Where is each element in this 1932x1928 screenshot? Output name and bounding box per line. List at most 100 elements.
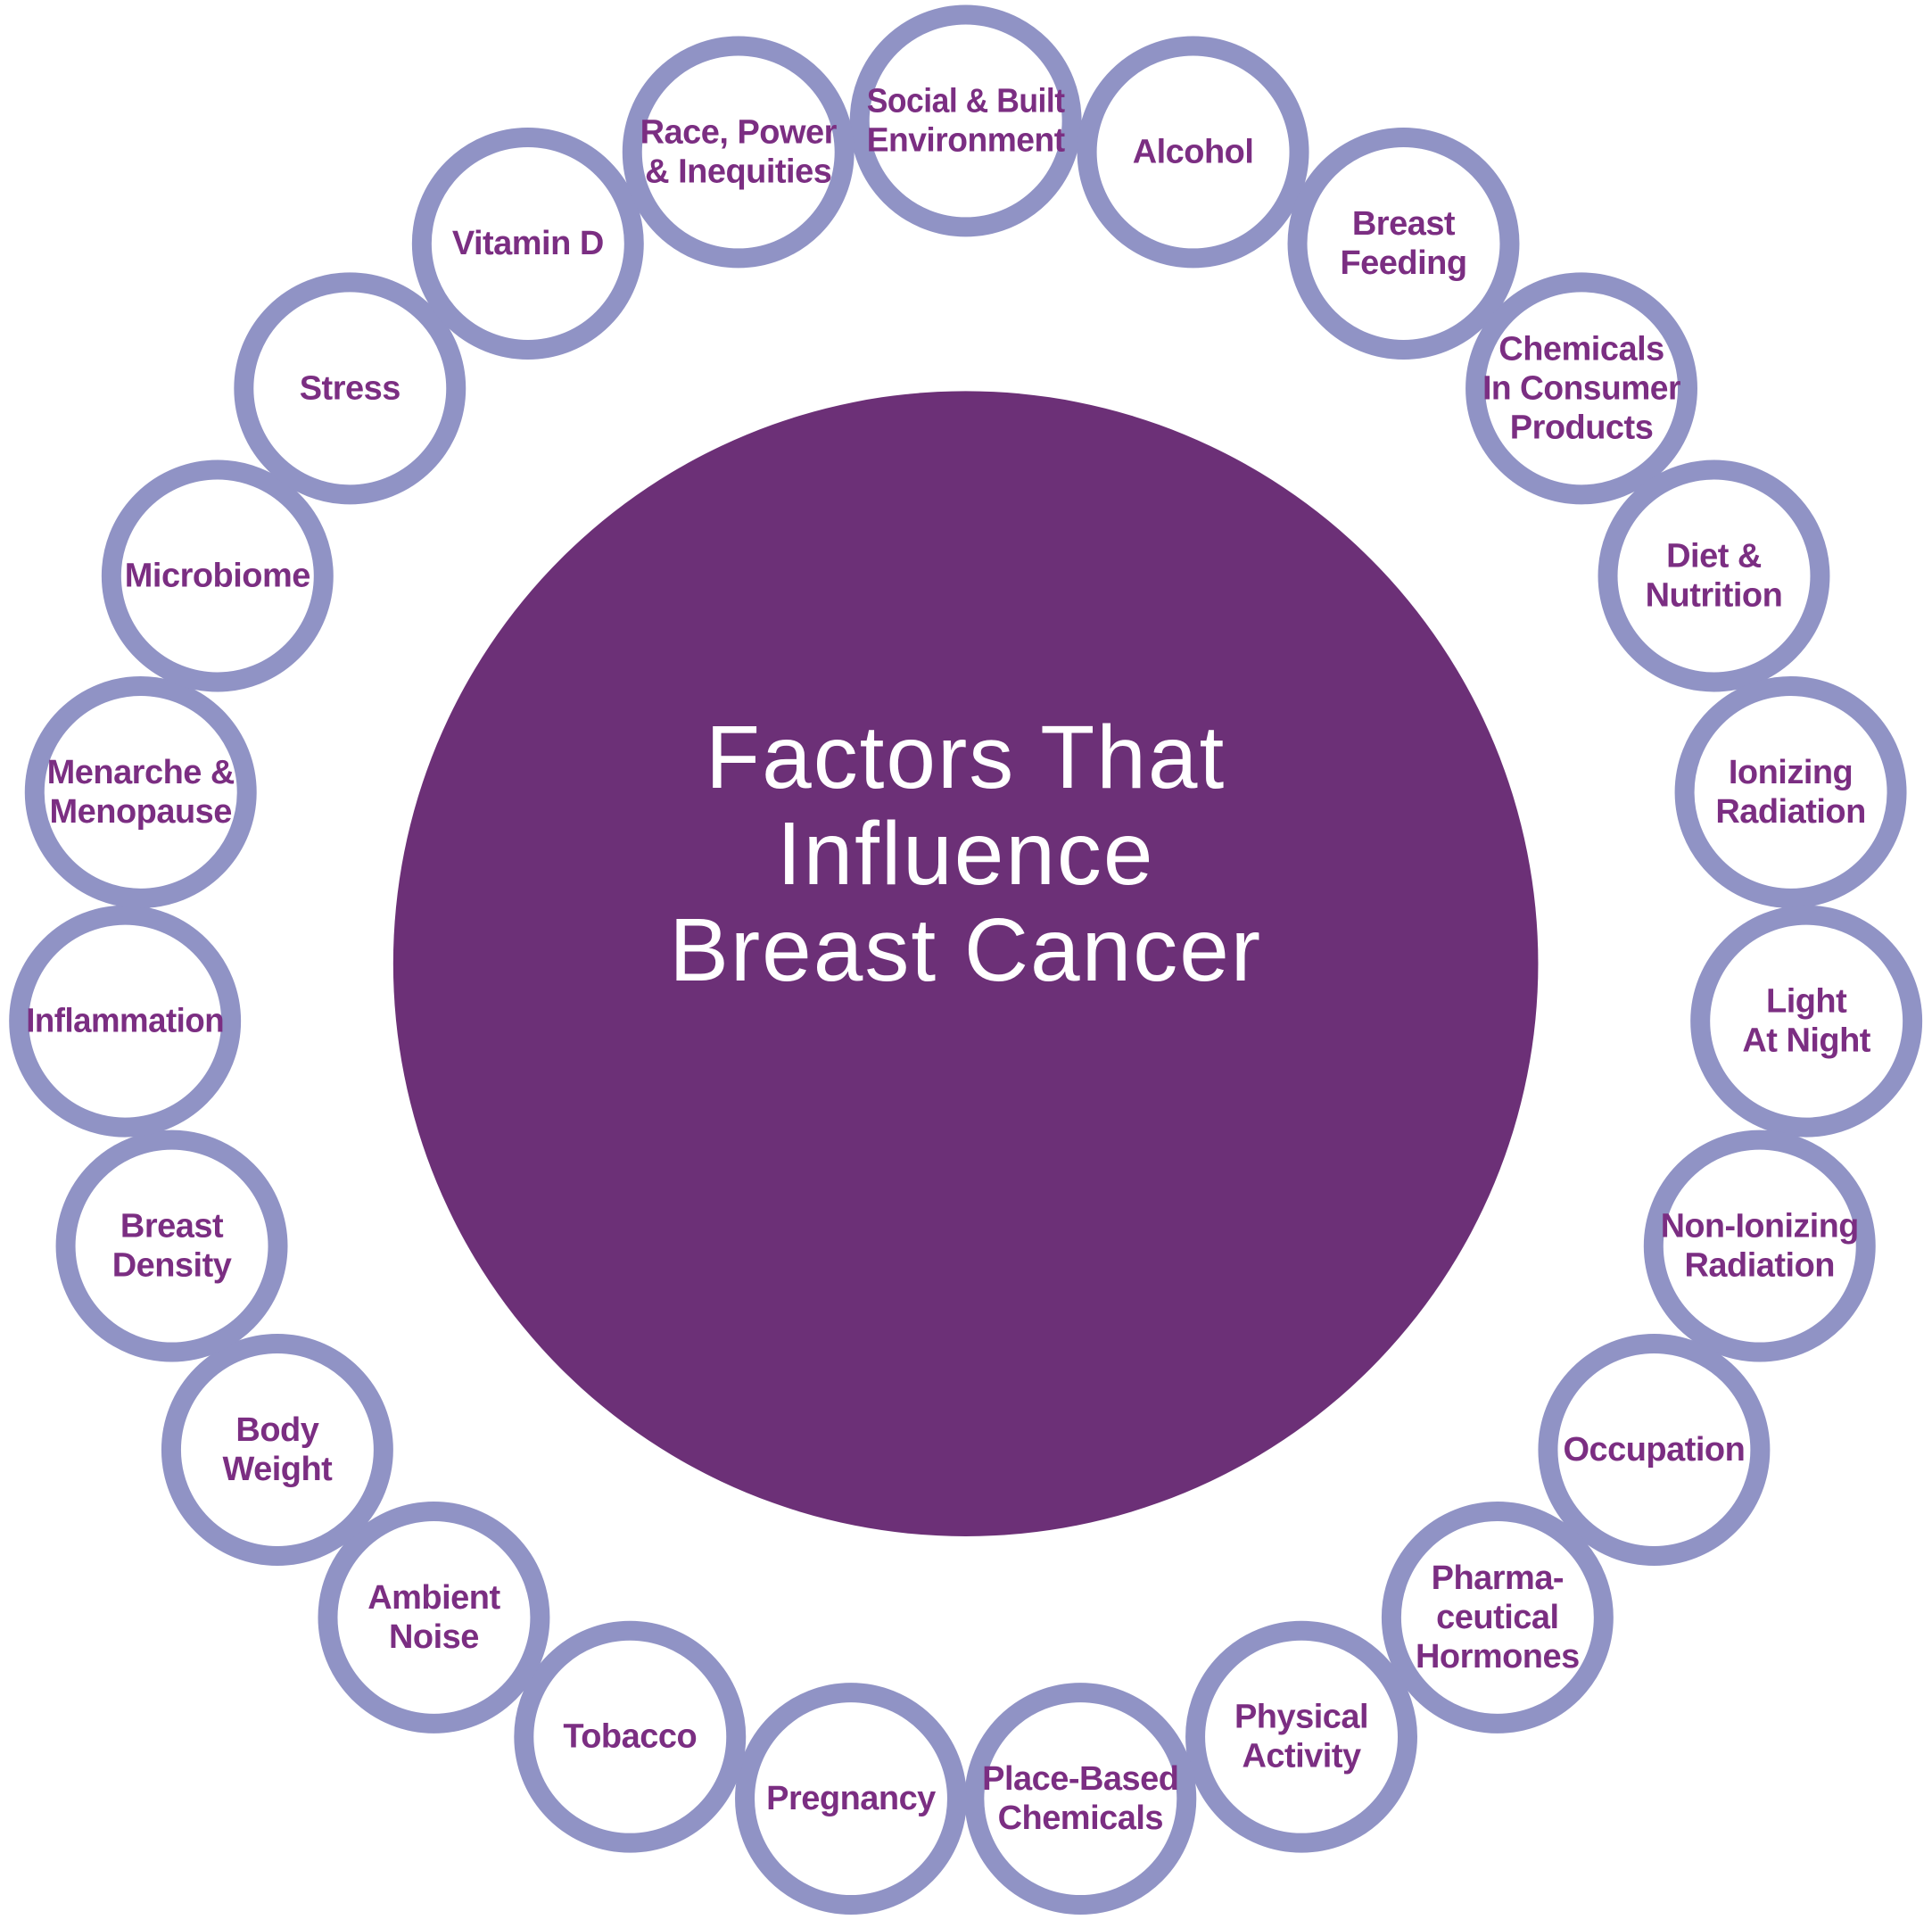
factor-ring-vitamin-d [412, 128, 645, 360]
factor-label-line: Place-Based [982, 1760, 1178, 1798]
factor-ring-body-weight [161, 1334, 394, 1566]
center-title-line: Influence [777, 805, 1155, 904]
factor-ring-chemicals-in-consumer-products [1466, 272, 1698, 505]
factor-label-line: Activity [1243, 1738, 1362, 1775]
factor-circle-breast-feeding [1297, 137, 1510, 350]
factor-circle-ionizing-radiation [1684, 685, 1897, 898]
factor-label-line: Feeding [1341, 244, 1467, 282]
factor-ring-stress [234, 272, 466, 505]
factor-label-race-power-inequities: Race, Power& Inequities [640, 113, 838, 190]
factor-circle-diet-nutrition [1607, 469, 1821, 683]
factor-label-diet-nutrition: Diet &Nutrition [1646, 538, 1783, 615]
factor-label-line: Alcohol [1133, 133, 1254, 170]
factor-ring-non-ionizing-radiation [1644, 1129, 1877, 1362]
factor-ring-light-at-night [1690, 905, 1923, 1138]
factor-label-line: Weight [223, 1451, 334, 1488]
factor-label-line: In Consumer [1482, 369, 1681, 407]
factor-circle-light-at-night [1700, 914, 1913, 1128]
factor-label-line: Menarche & [47, 754, 235, 791]
factor-label-inflammation: Inflammation [27, 1003, 225, 1040]
factor-label-line: Nutrition [1646, 576, 1783, 614]
center-title-line: Breast Cancer [670, 901, 1263, 1000]
factor-circle-chemicals-in-consumer-products [1475, 282, 1688, 495]
factor-label-line: Hormones [1416, 1638, 1580, 1676]
factor-label-line: Non-Ionizing [1661, 1208, 1859, 1245]
factor-label-line: ceutical [1437, 1599, 1559, 1636]
factor-circle-outlines [9, 4, 1923, 1916]
factor-label-occupation: Occupation [1564, 1431, 1746, 1469]
factor-label-line: Inflammation [27, 1003, 225, 1040]
factor-label-line: Physical [1234, 1699, 1368, 1736]
factor-label-line: Body [236, 1411, 319, 1449]
factor-circle-physical-activity [1195, 1630, 1408, 1843]
center-circle [393, 391, 1539, 1536]
factor-label-line: Occupation [1564, 1431, 1746, 1469]
factor-label-line: Social & Built [867, 82, 1066, 120]
factor-label-alcohol: Alcohol [1133, 133, 1254, 170]
factor-circle-inflammation [19, 914, 232, 1128]
factor-ring-ambient-noise [318, 1501, 550, 1734]
factor-label-line: Noise [389, 1618, 479, 1656]
factor-label-line: At Night [1743, 1022, 1871, 1060]
factor-label-line: Ionizing [1729, 754, 1853, 791]
factor-label-line: Breast [120, 1208, 224, 1245]
factor-label-vitamin-d: Vitamin D [452, 225, 604, 262]
factor-circle-pharmaceutical-hormones [1391, 1510, 1605, 1724]
factor-ring-social-built-environment [850, 4, 1082, 237]
factor-circle-pregnancy [745, 1692, 958, 1906]
factor-label-pregnancy: Pregnancy [767, 1780, 937, 1817]
factor-label-line: Environment [867, 121, 1066, 159]
factor-ring-place-based-chemicals [964, 1683, 1197, 1916]
factor-circle-alcohol [1086, 46, 1300, 259]
factor-circle-stress [244, 282, 457, 495]
factor-label-line: Pregnancy [767, 1780, 937, 1817]
factor-label-line: Breast [1352, 205, 1456, 243]
factor-label-line: Radiation [1716, 793, 1866, 831]
factor-circle-race-power-inequities [632, 46, 846, 259]
factor-label-line: Light [1766, 983, 1847, 1021]
factor-circle-menarche-menopause [35, 685, 248, 898]
factor-label-line: Ambient [368, 1579, 501, 1617]
factor-ring-diet-nutrition [1598, 459, 1830, 692]
factor-ring-physical-activity [1185, 1620, 1418, 1853]
factor-ring-inflammation [9, 905, 242, 1138]
factor-label-line: Diet & [1666, 538, 1762, 575]
center-title-line: Factors That [706, 708, 1226, 807]
factor-ring-microbiome [102, 459, 334, 692]
factor-circle-vitamin-d [422, 137, 635, 350]
factor-ring-pharmaceutical-hormones [1382, 1501, 1614, 1734]
factor-label-line: Density [112, 1247, 232, 1285]
factor-circle-tobacco [524, 1630, 737, 1843]
factor-label-line: Tobacco [564, 1718, 698, 1756]
factor-ring-menarche-menopause [25, 675, 258, 908]
factor-label-line: Race, Power [640, 113, 838, 151]
factor-label-line: Products [1510, 409, 1654, 446]
factor-label-stress: Stress [300, 369, 400, 407]
factor-label-tobacco: Tobacco [564, 1718, 698, 1756]
factor-label-line: Microbiome [125, 557, 310, 594]
factor-circle-social-built-environment [860, 14, 1072, 228]
factor-label-line: Chemicals [1499, 330, 1664, 368]
factor-label-line: Radiation [1685, 1247, 1835, 1285]
factor-label-line: Menopause [50, 793, 232, 831]
factor-label-microbiome: Microbiome [125, 557, 310, 594]
factor-circle-occupation [1548, 1344, 1761, 1556]
factor-label-line: Vitamin D [452, 225, 604, 262]
factor-circle-place-based-chemicals [974, 1692, 1187, 1906]
factor-label-menarche-menopause: Menarche &Menopause [47, 754, 235, 831]
factor-ring-race-power-inequities [623, 36, 855, 269]
factor-circle-microbiome [111, 469, 325, 683]
